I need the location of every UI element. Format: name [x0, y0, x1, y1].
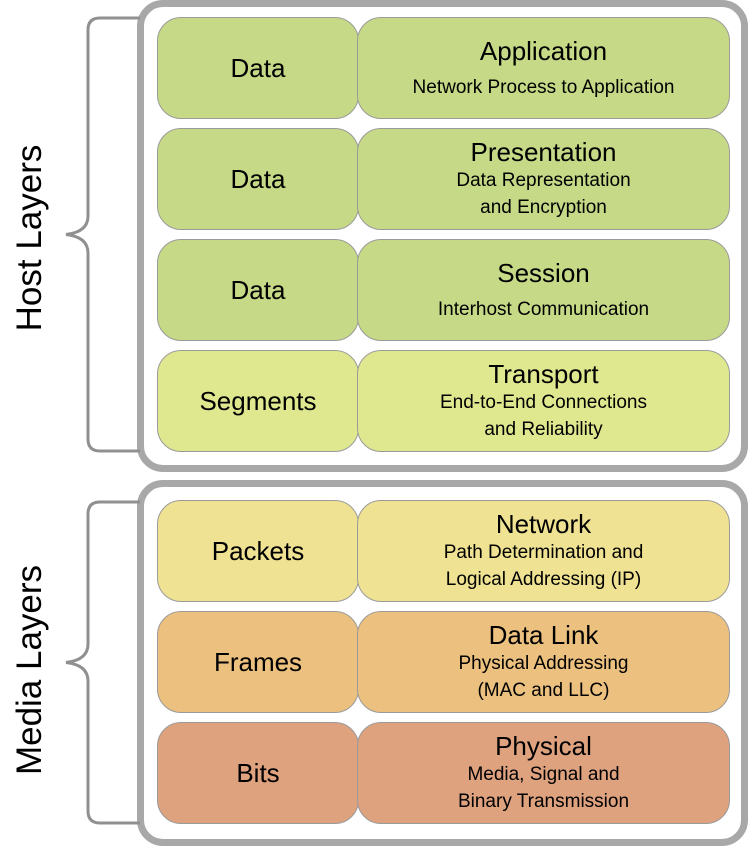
layer-description: End-to-End Connections and Reliability — [439, 392, 647, 440]
host-layers-brace — [65, 16, 140, 453]
layer-name: Transport — [488, 359, 599, 389]
layer-box-presentation: Presentation Data Representation and Enc… — [357, 128, 730, 230]
layer-name: Network — [495, 509, 592, 539]
layer-row-physical: Bits Physical Media, Signal and Binary T… — [157, 722, 730, 824]
pdu-box: Data — [157, 239, 359, 341]
layer-description: Data Representation and Encryption — [456, 170, 631, 218]
layer-row-application: Data Application Network Process to Appl… — [157, 17, 730, 119]
host-layers-label: Host Layers — [10, 144, 49, 332]
layer-name: Data Link — [488, 620, 599, 650]
media-layers-label: Media Layers — [10, 564, 49, 776]
pdu-box: Data — [157, 17, 359, 119]
layer-name: Physical — [495, 731, 592, 761]
layer-box-application: Application Network Process to Applicati… — [357, 17, 730, 119]
layer-name: Presentation — [470, 137, 617, 167]
layer-row-network: Packets Network Path Determination and L… — [157, 500, 730, 602]
pdu-box: Frames — [157, 611, 359, 713]
pdu-box: Bits — [157, 722, 359, 824]
layer-box-network: Network Path Determination and Logical A… — [357, 500, 730, 602]
layer-row-presentation: Data Presentation Data Representation an… — [157, 128, 730, 230]
layer-box-physical: Physical Media, Signal and Binary Transm… — [357, 722, 730, 824]
layer-description: Media, Signal and Binary Transmission — [457, 764, 630, 812]
pdu-box: Segments — [157, 350, 359, 452]
layer-row-transport: Segments Transport End-to-End Connection… — [157, 350, 730, 452]
pdu-box: Data — [157, 128, 359, 230]
layer-description: Network Process to Application — [412, 76, 675, 98]
layer-description: Path Determination and Logical Addressin… — [443, 542, 644, 590]
layer-row-data-link: Frames Data Link Physical Addressing (MA… — [157, 611, 730, 713]
layer-row-session: Data Session Interhost Communication — [157, 239, 730, 341]
layer-box-transport: Transport End-to-End Connections and Rel… — [357, 350, 730, 452]
layer-box-session: Session Interhost Communication — [357, 239, 730, 341]
layer-name: Session — [497, 257, 590, 288]
layer-description: Physical Addressing (MAC and LLC) — [458, 653, 629, 701]
pdu-box: Packets — [157, 500, 359, 602]
media-layers-brace — [65, 500, 140, 825]
layer-box-data-link: Data Link Physical Addressing (MAC and L… — [357, 611, 730, 713]
layer-name: Application — [479, 35, 608, 66]
layer-description: Interhost Communication — [437, 298, 650, 320]
